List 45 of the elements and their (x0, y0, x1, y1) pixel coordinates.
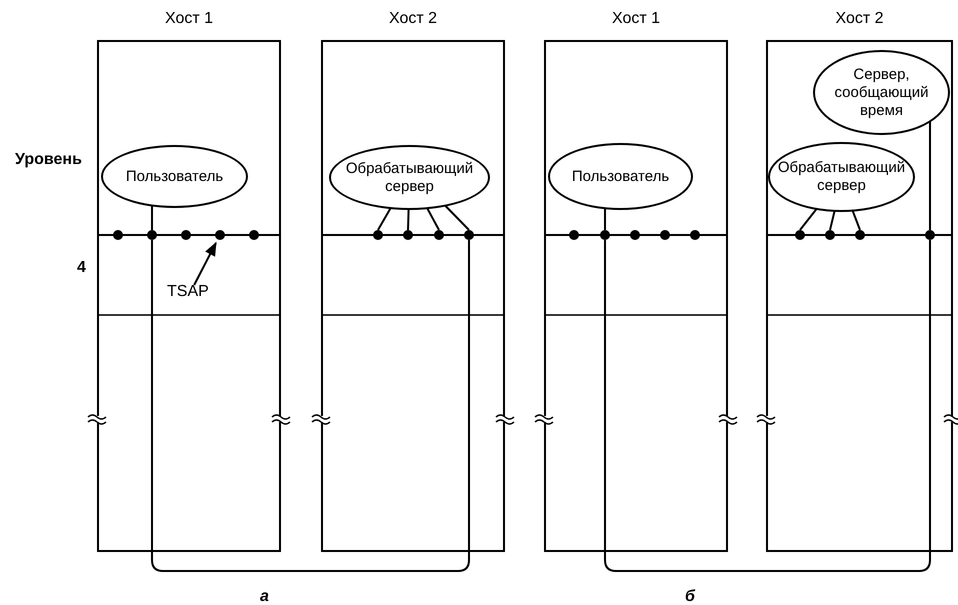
tsap-dot (147, 230, 157, 240)
tsap-dot (825, 230, 835, 240)
host-title: Хост 2 (388, 10, 438, 28)
connector-line (829, 210, 836, 230)
tsap-dot (690, 230, 700, 240)
tsap-dot (249, 230, 259, 240)
host-title: Хост 1 (164, 10, 214, 28)
tsap-dot (434, 230, 444, 240)
tsap-dot (113, 230, 123, 240)
connector-line (444, 204, 470, 231)
connector-line (151, 240, 470, 572)
tsap-dot (925, 230, 935, 240)
layer-number: 4 (77, 259, 86, 277)
process-ellipse: Обрабатывающий сервер (329, 145, 490, 210)
connector-line (604, 240, 931, 572)
process-ellipse: Сервер, сообщающий время (813, 50, 950, 135)
connector-line (929, 122, 931, 230)
tsap-dot (795, 230, 805, 240)
tsap-dot (464, 230, 474, 240)
panel-label: а (260, 588, 269, 605)
tsap-dot (215, 230, 225, 240)
host-title: Хост 1 (610, 10, 662, 28)
connector-line (377, 208, 392, 230)
tsap-dot (630, 230, 640, 240)
callout-text: TSAP (167, 283, 209, 301)
connector-line (799, 208, 818, 231)
connector-line (407, 208, 410, 230)
tsap-dot (569, 230, 579, 240)
tsap-dot (181, 230, 191, 240)
connector-line (852, 210, 861, 230)
panel-label: б (685, 588, 695, 605)
tsap-dot (373, 230, 383, 240)
process-ellipse: Пользователь (548, 143, 693, 210)
connector-line (604, 208, 606, 230)
process-ellipse: Пользователь (101, 145, 248, 208)
arrow (193, 242, 217, 286)
tsap-dot (660, 230, 670, 240)
tsap-dot (855, 230, 865, 240)
connector-line (151, 206, 153, 230)
layer-label: Уровень (15, 151, 82, 169)
host-title: Хост 2 (834, 10, 885, 28)
tsap-dot (600, 230, 610, 240)
connector-line (426, 208, 440, 230)
process-ellipse: Обрабатывающий сервер (768, 142, 915, 212)
tsap-dot (403, 230, 413, 240)
